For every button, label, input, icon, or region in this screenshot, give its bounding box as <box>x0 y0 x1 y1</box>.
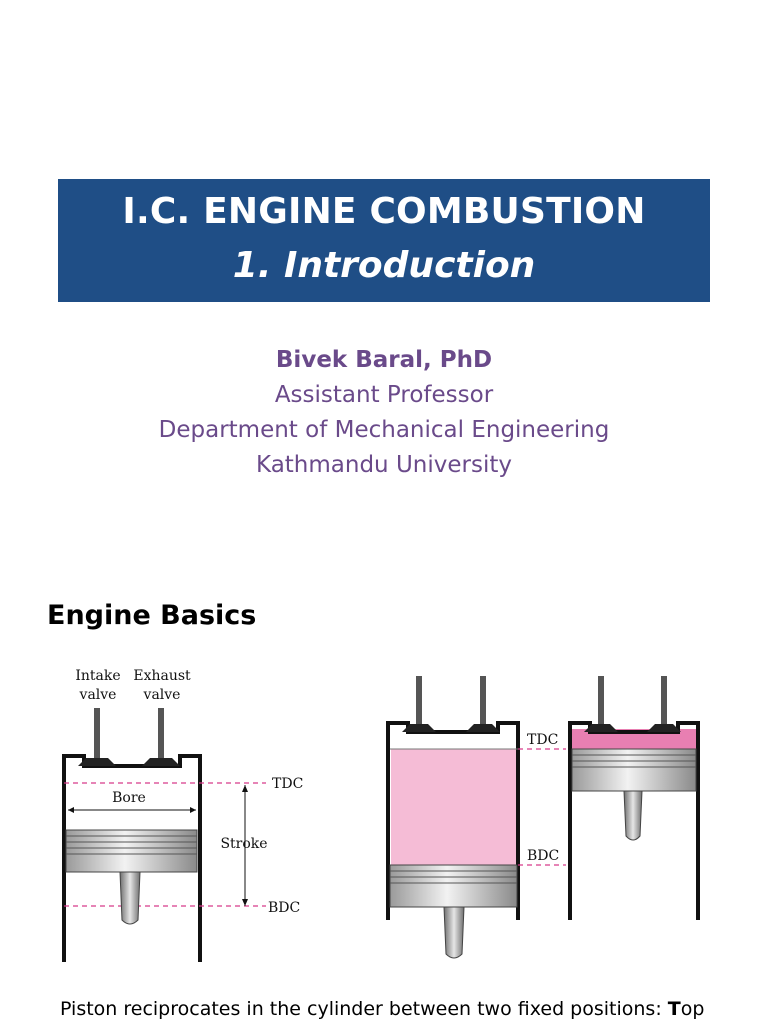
cylinder-piston-bdc: TDC BDC <box>386 676 566 959</box>
author-university: Kathmandu University <box>256 452 512 478</box>
bdc-label: BDC <box>527 848 559 864</box>
caption-bold-letter: T <box>667 998 681 1020</box>
labeled-cylinder: Intake valve Exhaust valve TDC BDC Bore … <box>62 668 303 962</box>
caption-text: Piston reciprocates in the cylinder betw… <box>60 998 668 1020</box>
bore-label: Bore <box>112 790 146 806</box>
intake-label-line2: valve <box>79 687 117 703</box>
section-heading: Engine Basics <box>47 600 257 631</box>
exhaust-label-line2: valve <box>143 687 181 703</box>
slide-subtitle: 1. Introduction <box>232 245 536 286</box>
bdc-label: BDC <box>268 900 300 916</box>
tdc-label: TDC <box>272 776 303 792</box>
cylinder-piston-tdc <box>568 676 700 920</box>
caption-tail: op <box>680 998 705 1020</box>
connecting-rod <box>443 906 465 959</box>
intake-label-line1: Intake <box>75 668 120 684</box>
slide-caption: Piston reciprocates in the cylinder betw… <box>60 998 704 1020</box>
exhaust-label-line1: Exhaust <box>133 668 191 684</box>
gas-volume <box>391 749 517 865</box>
engine-diagram: Intake valve Exhaust valve TDC BDC Bore … <box>62 668 700 962</box>
connecting-rod <box>119 871 141 925</box>
intake-valve-icon <box>584 676 618 732</box>
intake-valve-icon <box>402 676 436 732</box>
piston <box>389 864 518 908</box>
exhaust-valve-icon <box>647 676 681 732</box>
piston <box>571 748 697 792</box>
title-banner: I.C. ENGINE COMBUSTION 1. Introduction <box>58 179 710 302</box>
piston <box>65 829 198 873</box>
author-position: Assistant Professor <box>274 382 494 408</box>
tdc-label: TDC <box>527 732 558 748</box>
stroke-label: Stroke <box>220 836 267 852</box>
intake-valve-icon <box>78 708 116 766</box>
exhaust-valve-icon <box>466 676 500 732</box>
connecting-rod <box>623 790 643 841</box>
cylinder-wall <box>62 754 202 962</box>
author-department: Department of Mechanical Engineering <box>158 417 610 443</box>
slide-title: I.C. ENGINE COMBUSTION <box>122 191 646 232</box>
author-name: Bivek Baral, PhD <box>275 347 493 373</box>
exhaust-valve-icon <box>142 708 180 766</box>
